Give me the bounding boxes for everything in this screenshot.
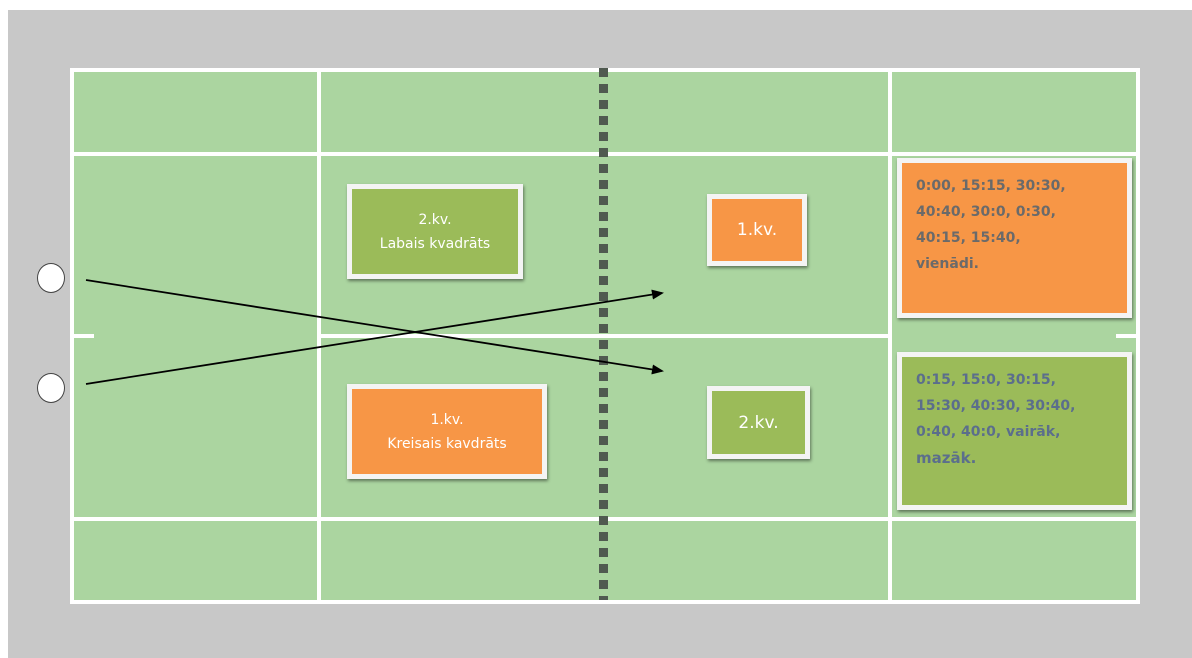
box-labais-kvadrats: 2.kv. Labais kvadrāts	[347, 184, 523, 279]
score-green-line-1: 0:15, 15:0, 30:15,	[916, 372, 1056, 388]
score-box-orange: 0:00, 15:15, 30:30, 40:40, 30:0, 0:30, 4…	[897, 158, 1132, 318]
score-green-line-3: 0:40, 40:0, vairāk,	[916, 424, 1061, 440]
net	[599, 68, 608, 600]
player-top	[37, 263, 65, 293]
score-box-green: 0:15, 15:0, 30:15, 15:30, 40:30, 30:40, …	[897, 352, 1132, 510]
box-kreisais-number: 1.kv.	[430, 411, 464, 428]
box-right-1kv: 1.kv.	[707, 194, 807, 266]
arrow-bottom-to-1kv	[85, 289, 664, 385]
box-labais-number: 2.kv.	[418, 211, 452, 228]
score-green-line-2: 15:30, 40:30, 30:40,	[916, 398, 1076, 414]
box-right-1kv-label: 1.kv.	[736, 220, 778, 240]
box-labais-label: Labais kvadrāts	[379, 235, 491, 252]
center-mark-left	[70, 334, 94, 338]
court-outline-bottom	[70, 600, 1140, 604]
box-kreisais-kvadrats: 1.kv. Kreisais kavdrāts	[347, 384, 547, 479]
box-right-2kv: 2.kv.	[707, 386, 810, 459]
score-green-line-4: mazāk.	[916, 449, 977, 467]
center-mark-right	[1116, 334, 1140, 338]
score-orange-line-4: vienādi.	[916, 256, 979, 272]
box-kreisais-label: Kreisais kavdrāts	[387, 435, 507, 452]
player-bottom	[37, 373, 65, 403]
arrow-top-to-2kv	[85, 279, 664, 375]
box-right-2kv-label: 2.kv.	[738, 412, 779, 433]
score-orange-line-3: 40:15, 15:40,	[916, 230, 1021, 246]
score-orange-line-2: 40:40, 30:0, 0:30,	[916, 204, 1056, 220]
score-orange-line-1: 0:00, 15:15, 30:30,	[916, 178, 1066, 194]
